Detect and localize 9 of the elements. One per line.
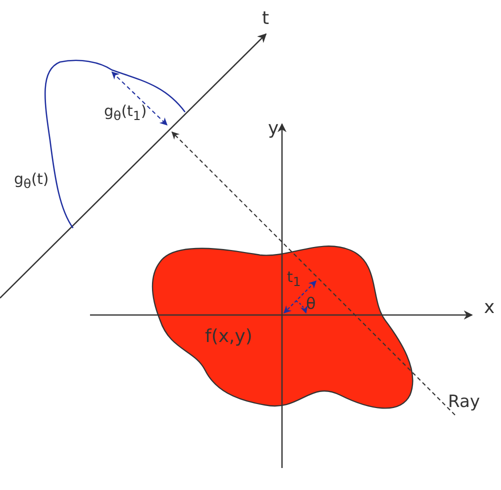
angle-label: θ bbox=[306, 296, 316, 312]
function-label: g$_{θ}$(t$_{1}$) bbox=[104, 104, 147, 122]
distance-label: t$_{1}$ bbox=[287, 270, 301, 288]
axis-label: t bbox=[262, 10, 270, 28]
axis-label: y bbox=[268, 120, 279, 138]
axis-label: x bbox=[484, 299, 495, 317]
ray-label: Ray bbox=[448, 394, 480, 411]
function-label: f(x,y) bbox=[205, 328, 252, 346]
function-label: g$_{θ}$(t) bbox=[14, 172, 49, 190]
